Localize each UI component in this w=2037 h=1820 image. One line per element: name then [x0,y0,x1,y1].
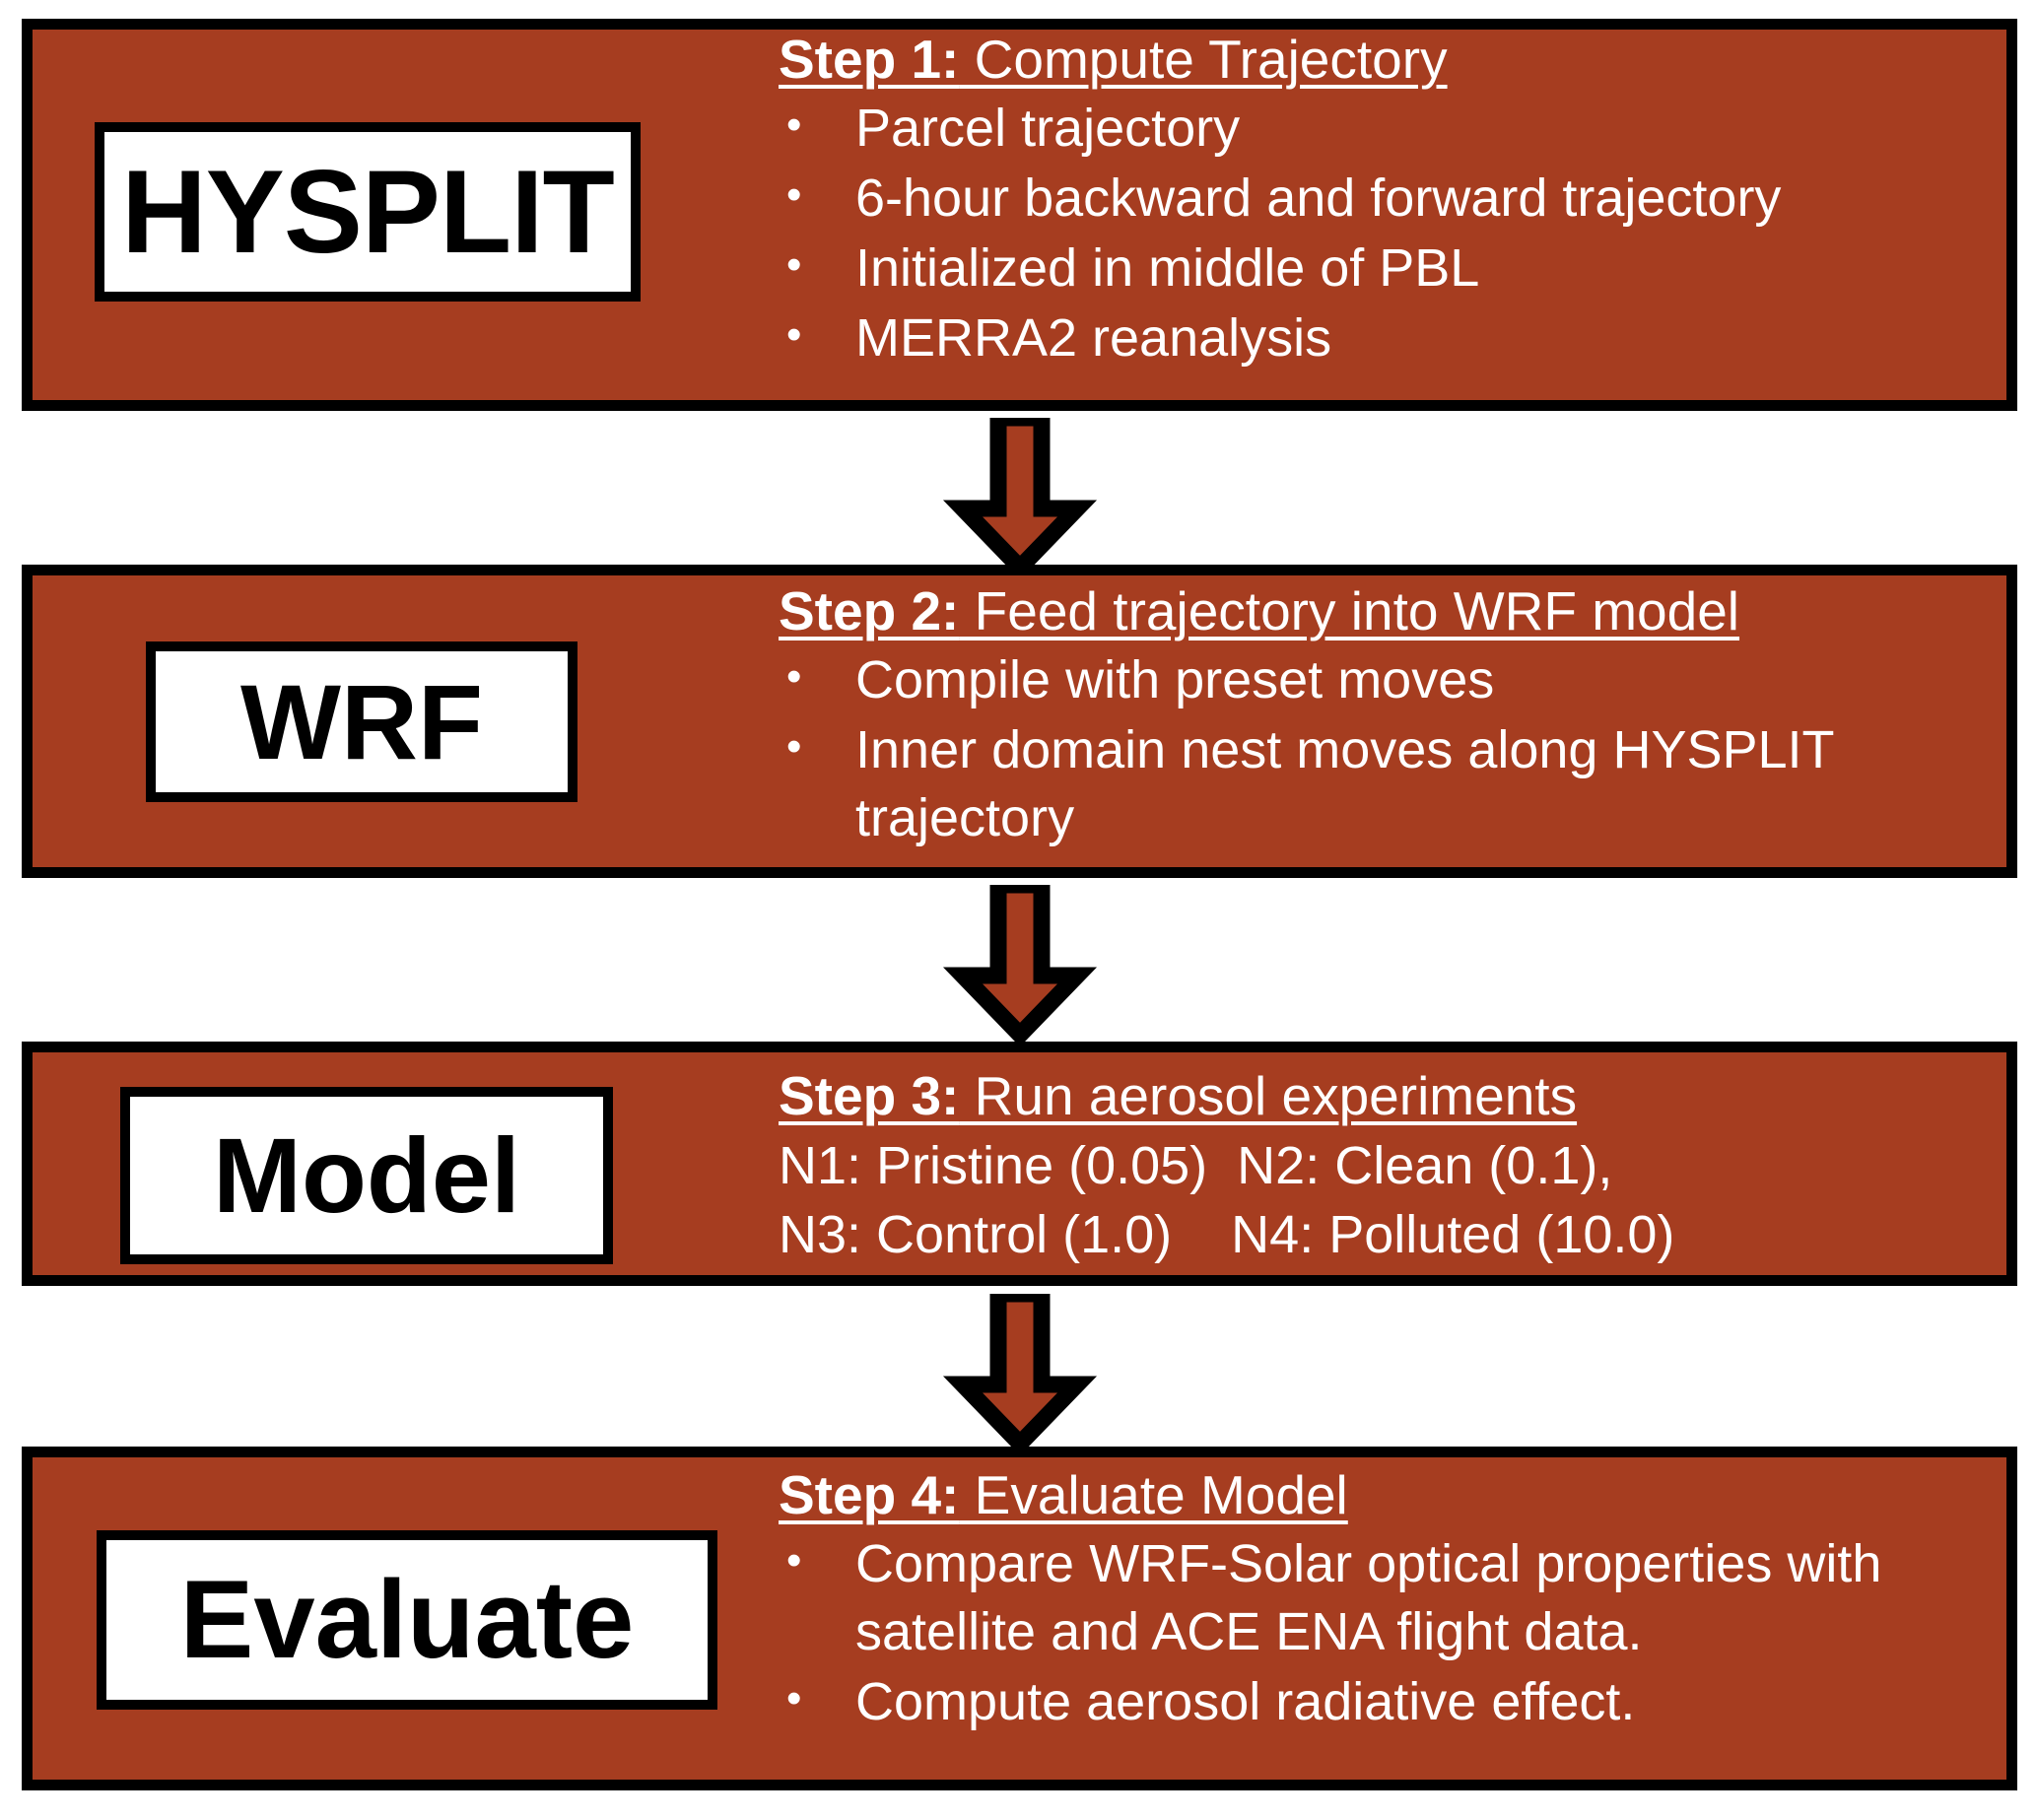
down-arrow-icon [942,1285,1098,1456]
step-1-bullet-4: MERRA2 reanalysis [779,303,1991,372]
step-2-label-plate: WRF [146,641,577,802]
step-3-experiment-line-1: N1: Pristine (0.05) N2: Clean (0.1), [779,1135,1613,1195]
step-3-heading: Step 3: Run aerosol experiments [779,1065,2005,1127]
step-4-heading: Step 4: Evaluate Model [779,1464,2005,1526]
step-2-heading: Step 2: Feed trajectory into WRF model [779,580,2005,642]
step-2-bullet-2: Inner domain nest moves along HYSPLIT tr… [779,714,2005,852]
step-1-bullet-1: Parcel trajectory [779,93,1991,163]
step-4-bullet-2: Compute aerosol radiative effect. [779,1666,2005,1736]
step-1-bullet-list: Parcel trajectory 6-hour backward and fo… [779,93,1991,372]
step-2-heading-rest: Feed trajectory into WRF model [959,580,1740,641]
step-2-heading-lead: Step 2: [779,580,960,641]
arrow-step1-to-step2 [941,409,1099,580]
step-1-heading: Step 1: Compute Trajectory [779,29,1991,91]
arrow-step2-to-step3 [941,876,1099,1047]
down-arrow-icon [942,876,1098,1047]
step-1-heading-rest: Compute Trajectory [959,29,1448,90]
step-4-bullet-1: Compare WRF-Solar optical properties wit… [779,1528,2005,1666]
step-3-label-plate: Model [120,1087,613,1264]
arrow-step3-to-step4 [941,1285,1099,1456]
step-4-text-column: Step 4: Evaluate Model Compare WRF-Solar… [779,1464,2005,1738]
step-3-heading-rest: Run aerosol experiments [959,1065,1578,1126]
step-2-text-column: Step 2: Feed trajectory into WRF model C… [779,580,2005,854]
step-1-bullet-3: Initialized in middle of PBL [779,233,1991,303]
step-3-experiment-line-2: N3: Control (1.0) N4: Polluted (10.0) [779,1204,1675,1264]
step-2-bullet-list: Compile with preset moves Inner domain n… [779,644,2005,852]
step-4-heading-lead: Step 4: [779,1464,960,1525]
step-2-bullet-1: Compile with preset moves [779,644,2005,714]
step-4-label-plate: Evaluate [97,1530,717,1710]
step-1-label-plate: HYSPLIT [95,122,641,302]
step-1-heading-lead: Step 1: [779,29,960,90]
step-4-heading-rest: Evaluate Model [959,1464,1348,1525]
step-1-bullet-2: 6-hour backward and forward trajectory [779,163,1991,233]
step-3-text-column: Step 3: Run aerosol experiments N1: Pris… [779,1065,2005,1269]
step-4-bullet-list: Compare WRF-Solar optical properties wit… [779,1528,2005,1736]
step-1-text-column: Step 1: Compute Trajectory Parcel trajec… [779,29,1991,374]
down-arrow-icon [942,409,1098,580]
step-3-heading-lead: Step 3: [779,1065,960,1126]
